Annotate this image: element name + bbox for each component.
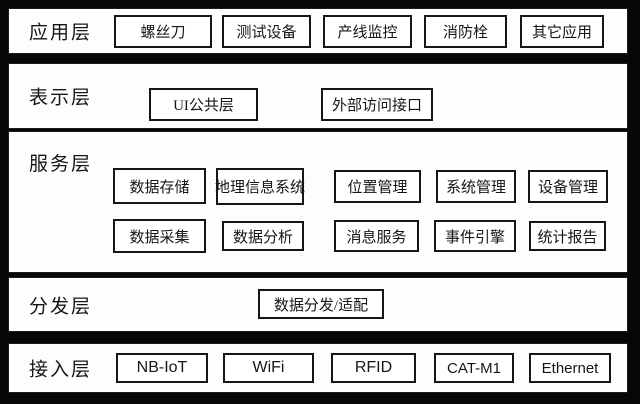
box-test-equipment: 测试设备 [222, 15, 311, 48]
box-nb-iot: NB-IoT [116, 353, 208, 383]
box-rfid: RFID [331, 353, 416, 383]
layer-label-access: 接入层 [29, 359, 93, 381]
band-access-layer: 接入层 NB-IoT WiFi RFID CAT-M1 Ethernet [8, 343, 628, 393]
layer-label-service: 服务层 [29, 154, 93, 175]
box-fire-hydrant: 消防栓 [424, 15, 507, 48]
band-distribution-layer: 分发层 数据分发/适配 [8, 277, 628, 332]
box-data-analysis: 数据分析 [222, 221, 304, 251]
box-ethernet: Ethernet [529, 353, 611, 383]
box-screwdriver: 螺丝刀 [114, 15, 212, 48]
band-presentation-layer: 表示层 UI公共层 外部访问接口 [8, 63, 628, 129]
layer-label-distribution: 分发层 [29, 296, 93, 317]
box-production-line-monitoring: 产线监控 [323, 15, 412, 48]
box-other-applications: 其它应用 [520, 15, 604, 48]
box-data-storage: 数据存储 [113, 168, 206, 204]
box-event-engine: 事件引擎 [434, 220, 516, 252]
box-cat-m1: CAT-M1 [434, 353, 514, 383]
box-wifi: WiFi [223, 353, 314, 383]
box-data-collection: 数据采集 [113, 219, 206, 253]
band-application-layer: 应用层 螺丝刀 测试设备 产线监控 消防栓 其它应用 [8, 8, 628, 54]
box-statistics-report: 统计报告 [529, 221, 606, 251]
box-system-management: 系统管理 [436, 170, 516, 203]
box-data-distribution-adaptation: 数据分发/适配 [258, 289, 384, 319]
layer-label-application: 应用层 [29, 22, 93, 44]
box-gis: 地理信息系统 [215, 168, 305, 205]
box-location-management: 位置管理 [334, 170, 421, 203]
box-device-management: 设备管理 [528, 170, 608, 203]
box-ui-common-layer: UI公共层 [149, 88, 258, 121]
band-service-layer: 服务层 数据存储 地理信息系统 位置管理 系统管理 设备管理 数据采集 数据分析… [8, 131, 628, 273]
box-message-service: 消息服务 [334, 220, 419, 252]
layer-label-presentation: 表示层 [29, 87, 93, 109]
box-external-access-interface: 外部访问接口 [321, 88, 433, 121]
